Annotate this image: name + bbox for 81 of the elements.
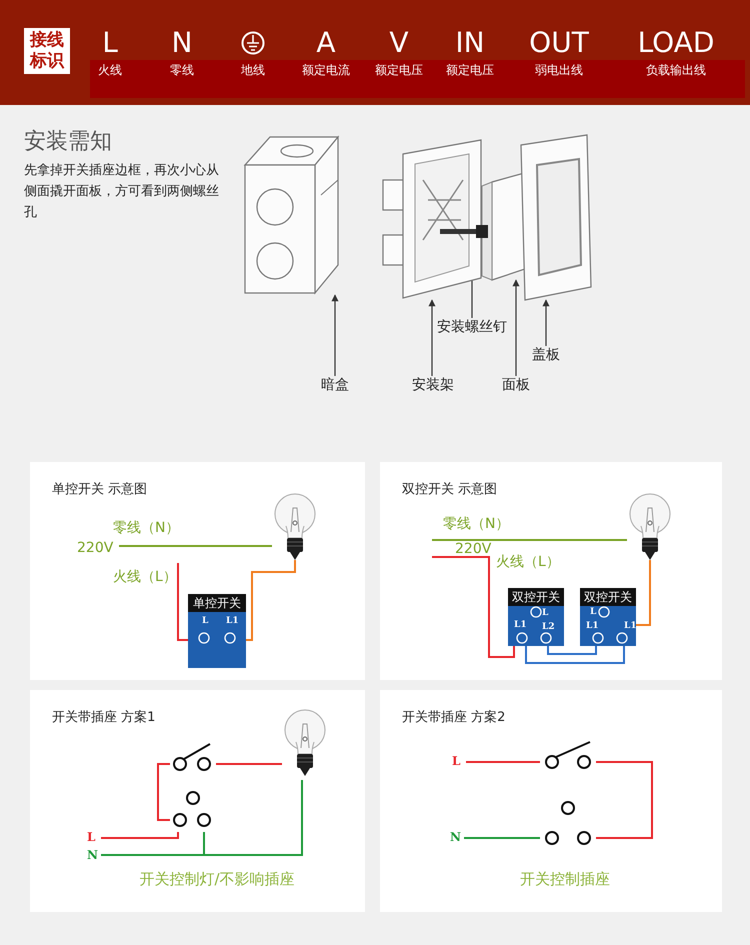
wire-label: 火线（L） xyxy=(496,553,560,571)
wiring-meaning: 地线 xyxy=(241,62,265,79)
wiring-code: A xyxy=(316,26,336,59)
switch-box xyxy=(580,588,636,646)
wire xyxy=(119,545,272,547)
wire-label: 零线（N） xyxy=(443,515,510,533)
wiring-code: L xyxy=(102,26,118,59)
caption-text: 开关控制插座 xyxy=(520,870,610,889)
switch-title: 双控开关 xyxy=(508,588,564,606)
wire-label: N xyxy=(450,830,464,848)
terminal-label: L1 xyxy=(624,621,637,631)
wire xyxy=(177,563,188,641)
wire xyxy=(464,837,540,839)
terminal-label: L xyxy=(542,608,548,618)
wiring-meaning: 负载输出线 xyxy=(646,62,706,79)
wiring-meaning: 额定电压 xyxy=(375,62,423,79)
part-label: 暗盒 xyxy=(315,376,355,396)
leader-line xyxy=(428,299,436,376)
terminal-label: L1 xyxy=(586,621,599,631)
panel-heading: 开关带插座 方案2 xyxy=(402,709,506,726)
wire xyxy=(101,832,205,856)
wire-label: N xyxy=(87,848,101,866)
voltage-label: 220V xyxy=(77,540,119,560)
wiring-code: IN xyxy=(455,26,485,59)
wiring-meaning: 零线 xyxy=(170,62,194,79)
wiring-meaning: 火线 xyxy=(98,62,122,79)
voltage-label: 220V xyxy=(455,541,492,557)
wire xyxy=(216,763,282,765)
leader-line xyxy=(542,299,550,346)
diagram-panel xyxy=(30,462,365,680)
wiring-meaning: 额定电流 xyxy=(302,62,350,79)
wire xyxy=(157,763,170,821)
wire xyxy=(466,761,540,763)
wiring-code: V xyxy=(389,26,409,59)
wire-label: 零线（N） xyxy=(113,519,180,537)
wire-label: L xyxy=(87,830,101,848)
switch-box xyxy=(508,588,564,646)
part-label: 安装螺丝钉 xyxy=(432,318,512,338)
terminal-label: L1 xyxy=(514,620,527,630)
diagram-panel xyxy=(380,462,722,680)
part-label: 面板 xyxy=(496,376,536,396)
junction-box-drawing xyxy=(245,135,340,295)
wire-label: 火线（L） xyxy=(113,568,177,586)
terminal-label: L2 xyxy=(542,622,555,632)
wire xyxy=(596,761,653,839)
light-bulb-drawing xyxy=(627,492,671,560)
switch-title: 双控开关 xyxy=(580,588,636,606)
section-heading: 安装需知 xyxy=(24,128,112,156)
terminal-label: L1 xyxy=(226,616,239,626)
mounting-bracket-drawing xyxy=(383,140,483,300)
panel-heading: 双控开关 示意图 xyxy=(402,481,498,498)
terminal-label: L xyxy=(590,607,596,617)
wire xyxy=(101,832,179,839)
wiring-code: OUT xyxy=(529,26,589,59)
panel-heading: 开关带插座 方案1 xyxy=(52,709,156,726)
diagram-panel xyxy=(30,690,365,912)
wiring-meaning: 弱电出线 xyxy=(535,62,583,79)
switch-title: 单控开关 xyxy=(188,594,246,612)
terminal-label: L xyxy=(202,616,208,626)
wiring-code: N xyxy=(172,26,192,59)
wire-label: L xyxy=(452,754,466,772)
section-badge: 接线标识 xyxy=(24,28,70,74)
switch-box xyxy=(188,594,246,668)
panel-heading: 单控开关 示意图 xyxy=(52,481,148,498)
caption-text: 开关控制灯/不影响插座 xyxy=(139,870,295,889)
instruction-text: 先拿掉开关插座边框，再次小心从侧面撬开面板，方可看到两侧螺丝孔 xyxy=(24,162,220,222)
part-label: 安装架 xyxy=(408,376,458,396)
wiring-code: LOAD xyxy=(638,26,714,59)
wire xyxy=(432,539,627,541)
part-label: 盖板 xyxy=(526,346,566,366)
leader-line xyxy=(512,279,520,376)
screw-drawing xyxy=(440,224,488,240)
wire xyxy=(432,556,515,658)
wire xyxy=(636,560,651,626)
wire xyxy=(547,646,597,655)
light-bulb-drawing xyxy=(272,492,318,560)
wire xyxy=(525,646,625,664)
diagram-panel xyxy=(380,690,722,912)
leader-line xyxy=(332,294,338,376)
wiring-meaning: 额定电压 xyxy=(446,62,494,79)
wire xyxy=(246,560,296,641)
